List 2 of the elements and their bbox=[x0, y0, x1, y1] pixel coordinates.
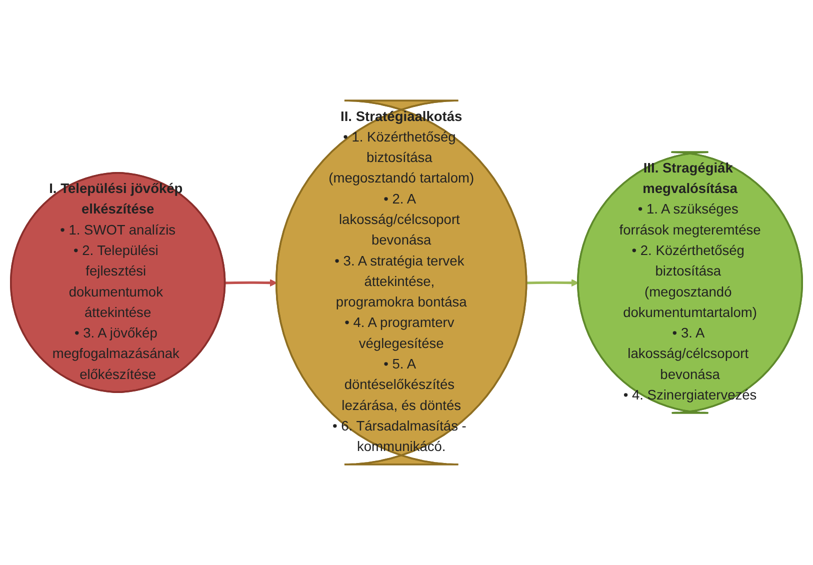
arrow bbox=[526, 279, 579, 287]
arrow bbox=[225, 279, 278, 287]
